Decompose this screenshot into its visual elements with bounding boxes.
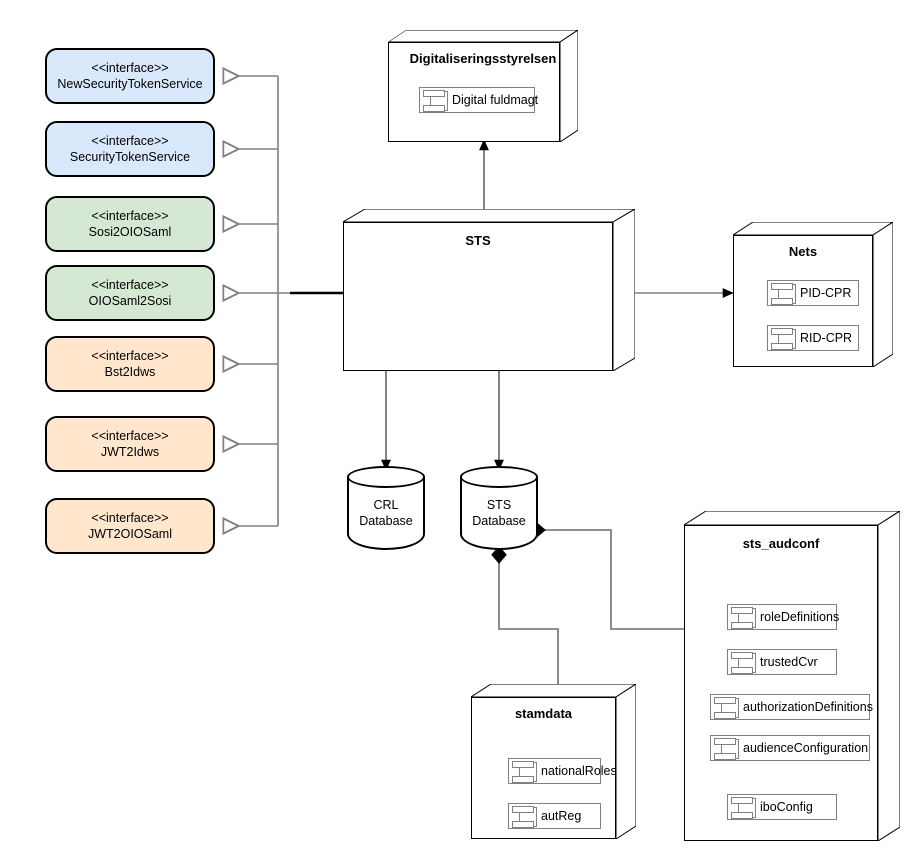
component-autreg[interactable]: autReg [508,803,601,829]
component-roledefinitions[interactable]: roleDefinitions [727,604,840,630]
database-label: STS Database [460,497,538,530]
cylinder-body [347,477,425,550]
interface-name: Sosi2OIOSaml [88,225,172,239]
component-label: nationalRoles [541,764,617,778]
component-label: autReg [541,809,582,823]
interface-name: JWT2OIOSaml [87,527,173,541]
interface-name: SecurityTokenService [69,150,191,164]
component-authorizationdefinitions[interactable]: authorizationDefinitions [710,694,873,720]
database-sts[interactable]: STS Database [460,466,538,550]
component-label: PID-CPR [800,286,852,300]
interface-bst2idws[interactable]: <<interface>> Bst2Idws [45,336,215,392]
realization-connectors [224,76,343,526]
node-stamdata[interactable]: stamdata nationalRoles autReg [471,684,636,839]
database-label-line2: Database [359,514,413,529]
node-title: STS [465,233,491,248]
interface-stereotype: <<interface>> [91,428,169,443]
interface-name: Bst2Idws [104,365,156,379]
component-label: trustedCvr [760,655,818,669]
component-label: Digital fuldmagt [452,93,539,107]
component-audienceconfiguration[interactable]: audienceConfiguration [710,735,870,761]
connector-sts-database-to-stamdata [491,545,559,688]
node-title: sts_audconf [742,536,820,551]
component-label: roleDefinitions [760,610,840,624]
interface-stereotype: <<interface>> [91,277,169,292]
interface-stereotype: <<interface>> [91,510,169,525]
cylinder-lid [460,466,538,488]
node-sts-audconf[interactable]: sts_audconf roleDefinitions trustedCvr [684,511,900,841]
interface-sosi2oiosaml[interactable]: <<interface>> Sosi2OIOSaml [45,196,215,252]
component-pid-cpr[interactable]: PID-CPR [767,280,859,306]
interface-securitytokenservice[interactable]: <<interface>> SecurityTokenService [45,121,215,177]
node-side-face [388,30,578,142]
interface-jwt2idws[interactable]: <<interface>> JWT2Idws [45,416,215,472]
database-label-line1: CRL [373,498,399,512]
interface-stereotype: <<interface>> [91,133,169,148]
component-nationalroles[interactable]: nationalRoles [508,758,617,784]
interface-name: NewSecurityTokenService [57,77,203,91]
component-digital-fuldmagt[interactable]: Digital fuldmagt [419,87,539,113]
component-label: audienceConfiguration [743,741,869,755]
component-label: iboConfig [760,800,813,814]
database-label-line2: Database [472,514,526,529]
interface-newsecuritytokenservice[interactable]: <<interface>> NewSecurityTokenService [45,48,215,104]
database-label: CRL Database [347,497,425,530]
component-trustedcvr[interactable]: trustedCvr [727,649,837,675]
cylinder-body [460,477,538,550]
component-iboconfig[interactable]: iboConfig [727,794,837,820]
interface-stereotype: <<interface>> [91,208,169,223]
interface-jwt2oiosaml[interactable]: <<interface>> JWT2OIOSaml [45,498,215,554]
database-label-line1: STS [486,498,512,512]
interface-name: JWT2Idws [100,445,160,459]
component-rid-cpr[interactable]: RID-CPR [767,325,859,351]
node-digitaliseringsstyrelsen[interactable]: Digitaliseringsstyrelsen Digital fuldmag… [388,30,578,142]
database-crl[interactable]: CRL Database [347,466,425,550]
node-title: Digitaliseringsstyrelsen [409,51,557,66]
interface-name: OIOSaml2Sosi [88,294,172,308]
node-title: stamdata [514,706,573,721]
node-nets[interactable]: Nets PID-CPR RID-CPR [733,222,893,367]
node-top-face [388,30,578,42]
node-title: Nets [788,244,818,259]
interface-oiosaml2sosi[interactable]: <<interface>> OIOSaml2Sosi [45,265,215,321]
cylinder-lid [347,466,425,488]
component-label: RID-CPR [800,331,853,345]
interface-stereotype: <<interface>> [91,348,169,363]
node-sts[interactable]: STS [343,209,635,371]
connector-sts-database-to-sts-audconf [527,522,685,630]
interface-stereotype: <<interface>> [91,60,169,75]
component-label: authorizationDefinitions [743,700,873,714]
